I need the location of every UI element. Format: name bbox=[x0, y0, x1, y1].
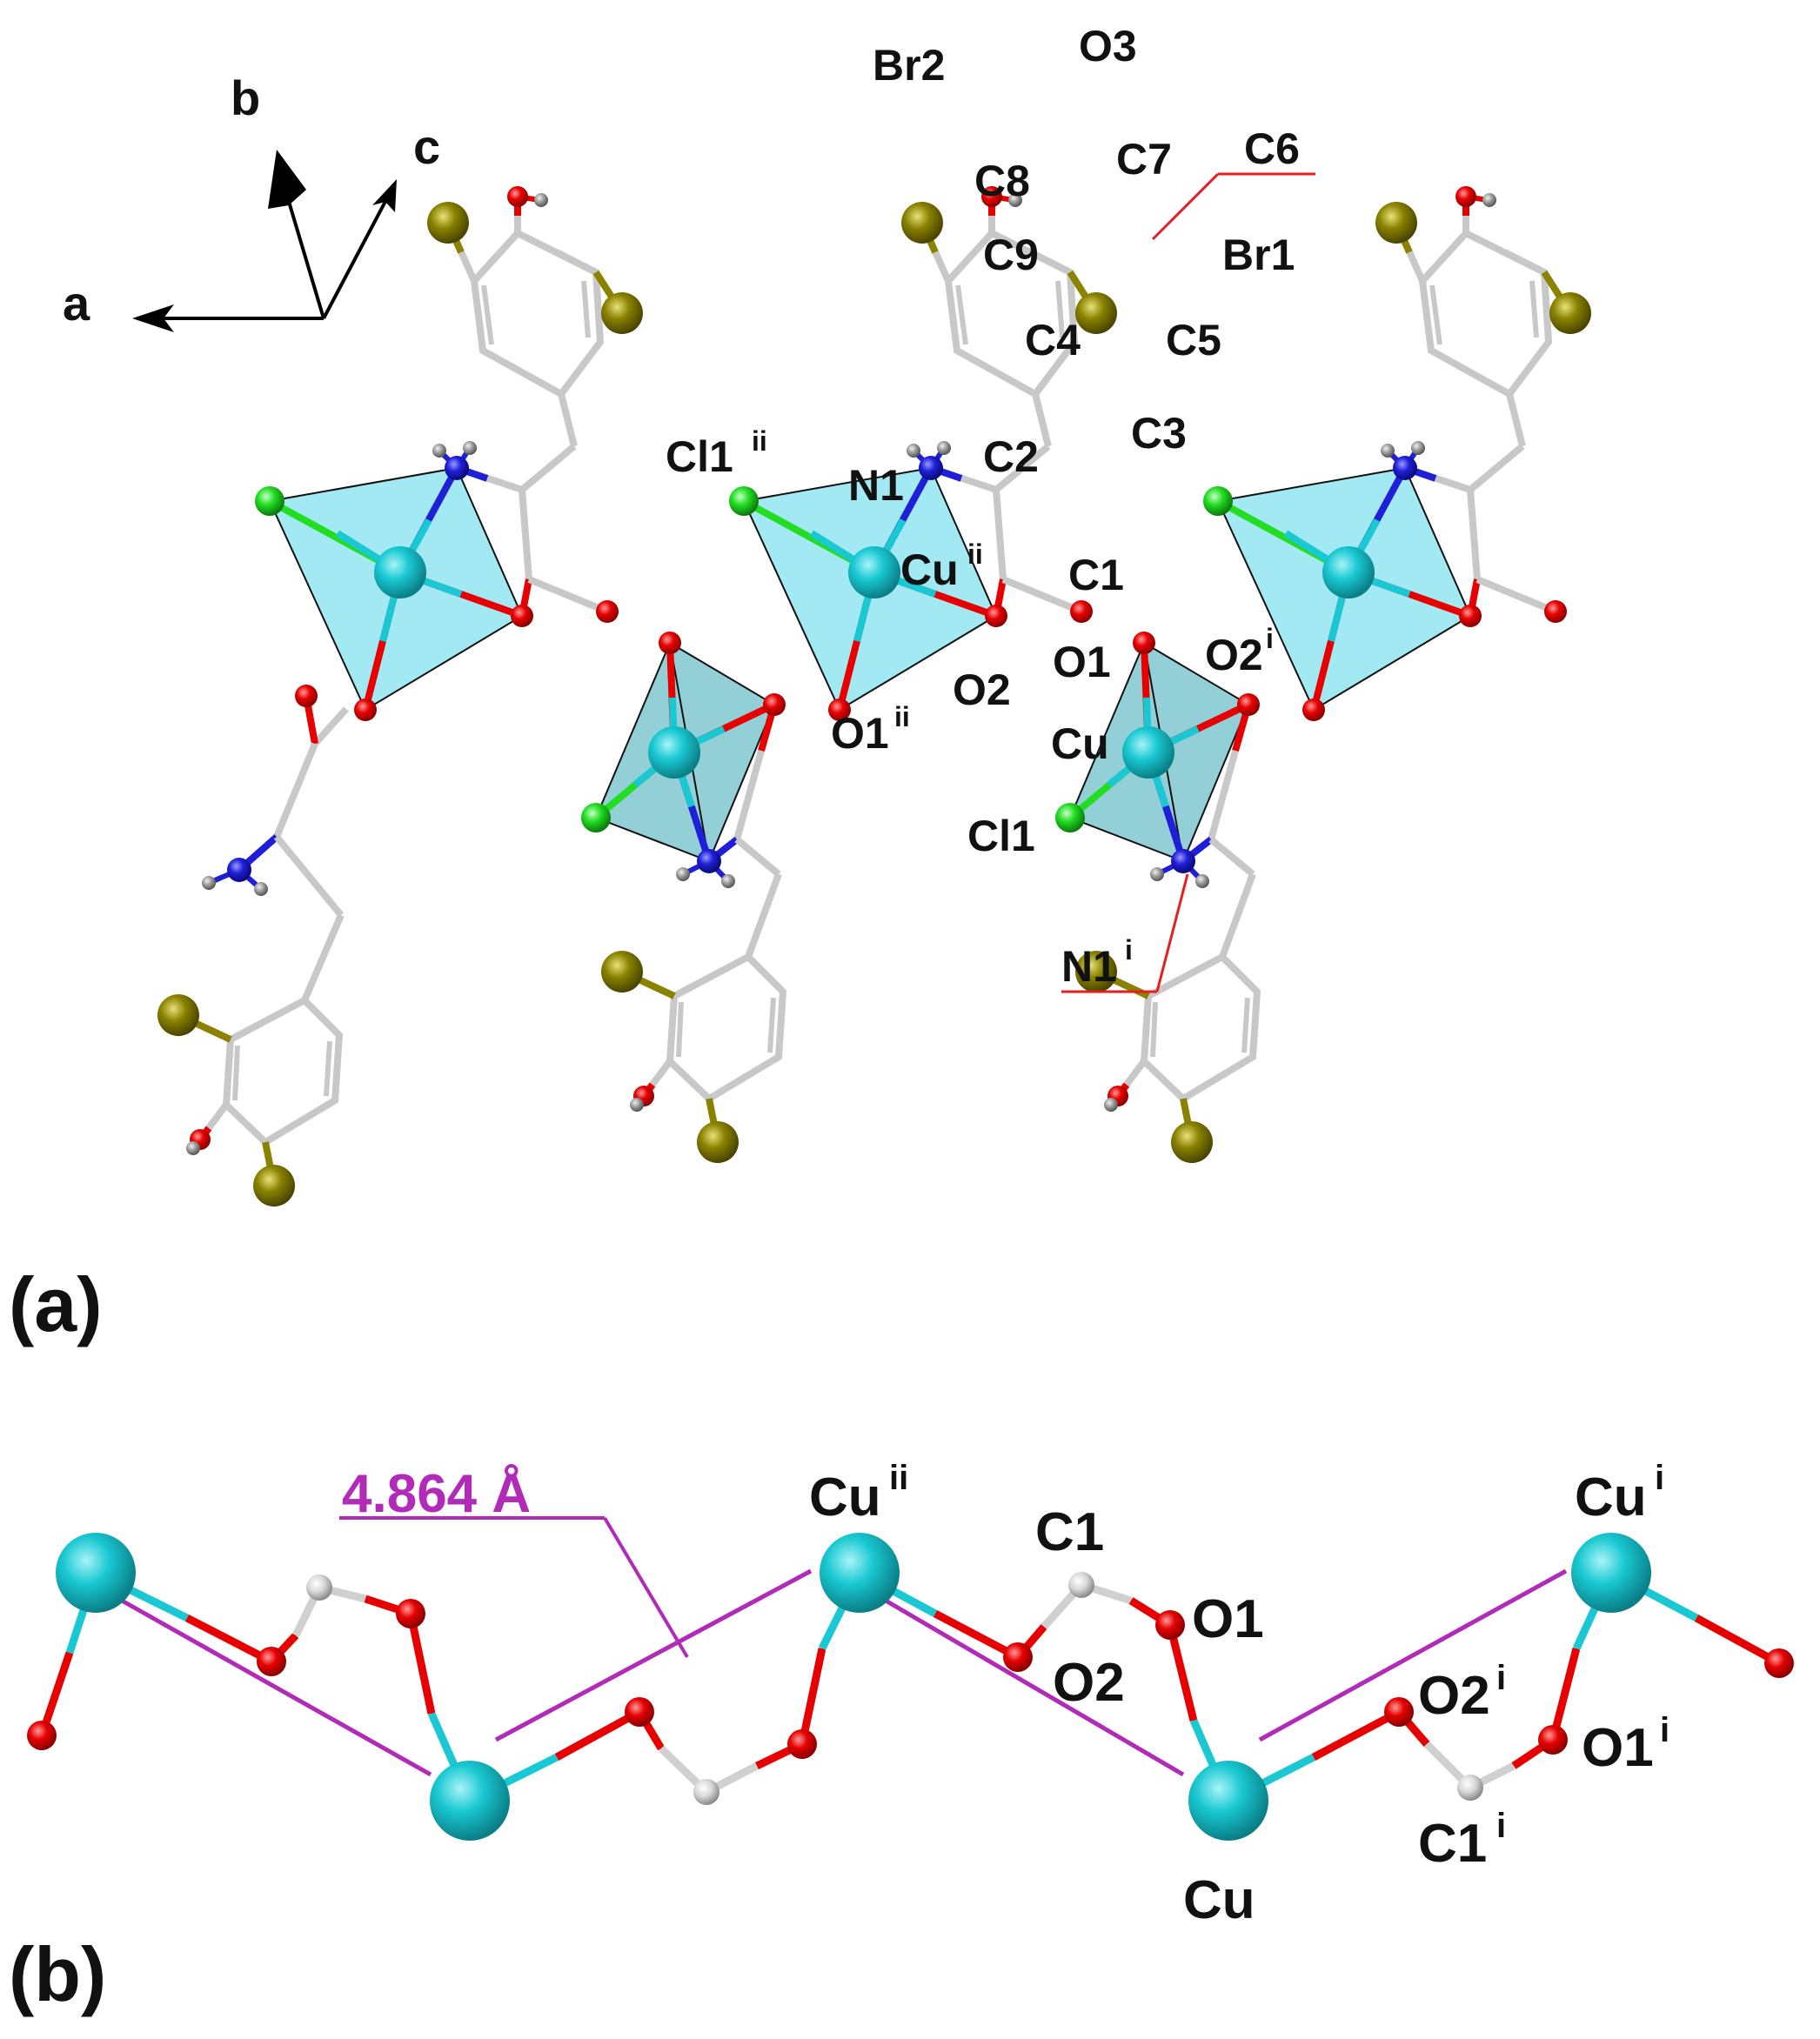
label-b-cu: Cu bbox=[1183, 1870, 1255, 1930]
label-cuii-sup: ii bbox=[967, 538, 983, 570]
chain-bonds bbox=[37, 1568, 1782, 1805]
label-cl1ii: Cl1 bbox=[666, 432, 733, 481]
label-o2i-sup: i bbox=[1266, 623, 1274, 654]
leader-line-n1i-diagonal bbox=[1155, 873, 1189, 993]
cu-cu-distance-line bbox=[884, 1598, 1185, 1777]
label-c5: C5 bbox=[1166, 316, 1221, 364]
chain-atoms bbox=[27, 1533, 1794, 1841]
label-c6: C6 bbox=[1244, 124, 1300, 173]
label-o1: O1 bbox=[1053, 638, 1111, 686]
label-cuii: Cu bbox=[900, 545, 959, 594]
label-b-o1i-sup: i bbox=[1660, 1711, 1669, 1749]
label-c8: C8 bbox=[974, 157, 1030, 205]
label-b-cui: Cu bbox=[1575, 1467, 1647, 1528]
axis-a-arrowhead bbox=[132, 304, 174, 332]
axis-label-a: a bbox=[63, 276, 90, 331]
axis-label-c: c bbox=[413, 119, 440, 174]
label-c2: C2 bbox=[983, 432, 1039, 481]
left-lower-fragment bbox=[157, 685, 349, 1207]
label-c1: C1 bbox=[1068, 551, 1124, 599]
label-b-cuii: Cu bbox=[809, 1467, 881, 1528]
panel-b: 4.864 Å Cu ii C1 O1 O2 Cu i O2 i O1 i C1… bbox=[9, 1459, 1794, 2017]
cu-cu-distance-line bbox=[1258, 1568, 1568, 1742]
label-b-o2: O2 bbox=[1053, 1653, 1125, 1713]
label-n1i-sup: i bbox=[1125, 934, 1133, 966]
molecule-unit-2 bbox=[581, 632, 786, 1163]
molecule-unit-1 bbox=[255, 186, 643, 721]
panel-a: a b c bbox=[9, 22, 1591, 1347]
label-b-o1i: O1 bbox=[1582, 1718, 1654, 1778]
distance-leader-diagonal bbox=[603, 1516, 689, 1659]
label-b-c1i-sup: i bbox=[1496, 1807, 1506, 1845]
label-o2i: O2 bbox=[1205, 631, 1263, 679]
panel-label-a: (a) bbox=[9, 1261, 103, 1347]
cu-cu-distance-line bbox=[494, 1568, 813, 1742]
axis-triad: a b c bbox=[63, 70, 440, 332]
leader-line-c6-diagonal bbox=[1151, 172, 1220, 241]
label-b-cuii-sup: ii bbox=[889, 1459, 908, 1497]
label-cu: Cu bbox=[1051, 719, 1109, 768]
label-b-o2i-sup: i bbox=[1496, 1659, 1506, 1697]
label-b-c1: C1 bbox=[1035, 1502, 1104, 1562]
distance-label: 4.864 Å bbox=[342, 1464, 531, 1524]
axis-c-arrowhead bbox=[372, 179, 397, 212]
label-n1: N1 bbox=[848, 461, 904, 510]
label-c4: C4 bbox=[1025, 316, 1081, 364]
label-b-o1: O1 bbox=[1192, 1589, 1264, 1649]
panel-label-b: (b) bbox=[9, 1931, 106, 2017]
axis-b-arrowhead bbox=[268, 150, 306, 209]
label-o2: O2 bbox=[953, 665, 1011, 714]
label-b-c1i: C1 bbox=[1418, 1814, 1487, 1874]
label-b-o2i: O2 bbox=[1418, 1666, 1490, 1726]
label-n1i: N1 bbox=[1061, 942, 1117, 991]
label-o1ii-sup: ii bbox=[894, 701, 910, 732]
molecule-unit-4 bbox=[1055, 632, 1260, 1163]
label-o3: O3 bbox=[1079, 22, 1137, 70]
label-c7: C7 bbox=[1116, 135, 1172, 184]
label-cl1: Cl1 bbox=[967, 812, 1035, 860]
label-br1: Br1 bbox=[1222, 231, 1295, 279]
label-cl1ii-sup: ii bbox=[752, 425, 767, 457]
label-o1ii: O1 bbox=[831, 709, 889, 758]
label-c9: C9 bbox=[983, 231, 1039, 279]
label-br2: Br2 bbox=[873, 41, 945, 90]
label-b-cui-sup: i bbox=[1655, 1459, 1664, 1497]
label-c3: C3 bbox=[1131, 409, 1187, 458]
axis-label-b: b bbox=[231, 70, 260, 125]
cu-cu-distance-line bbox=[120, 1598, 432, 1777]
